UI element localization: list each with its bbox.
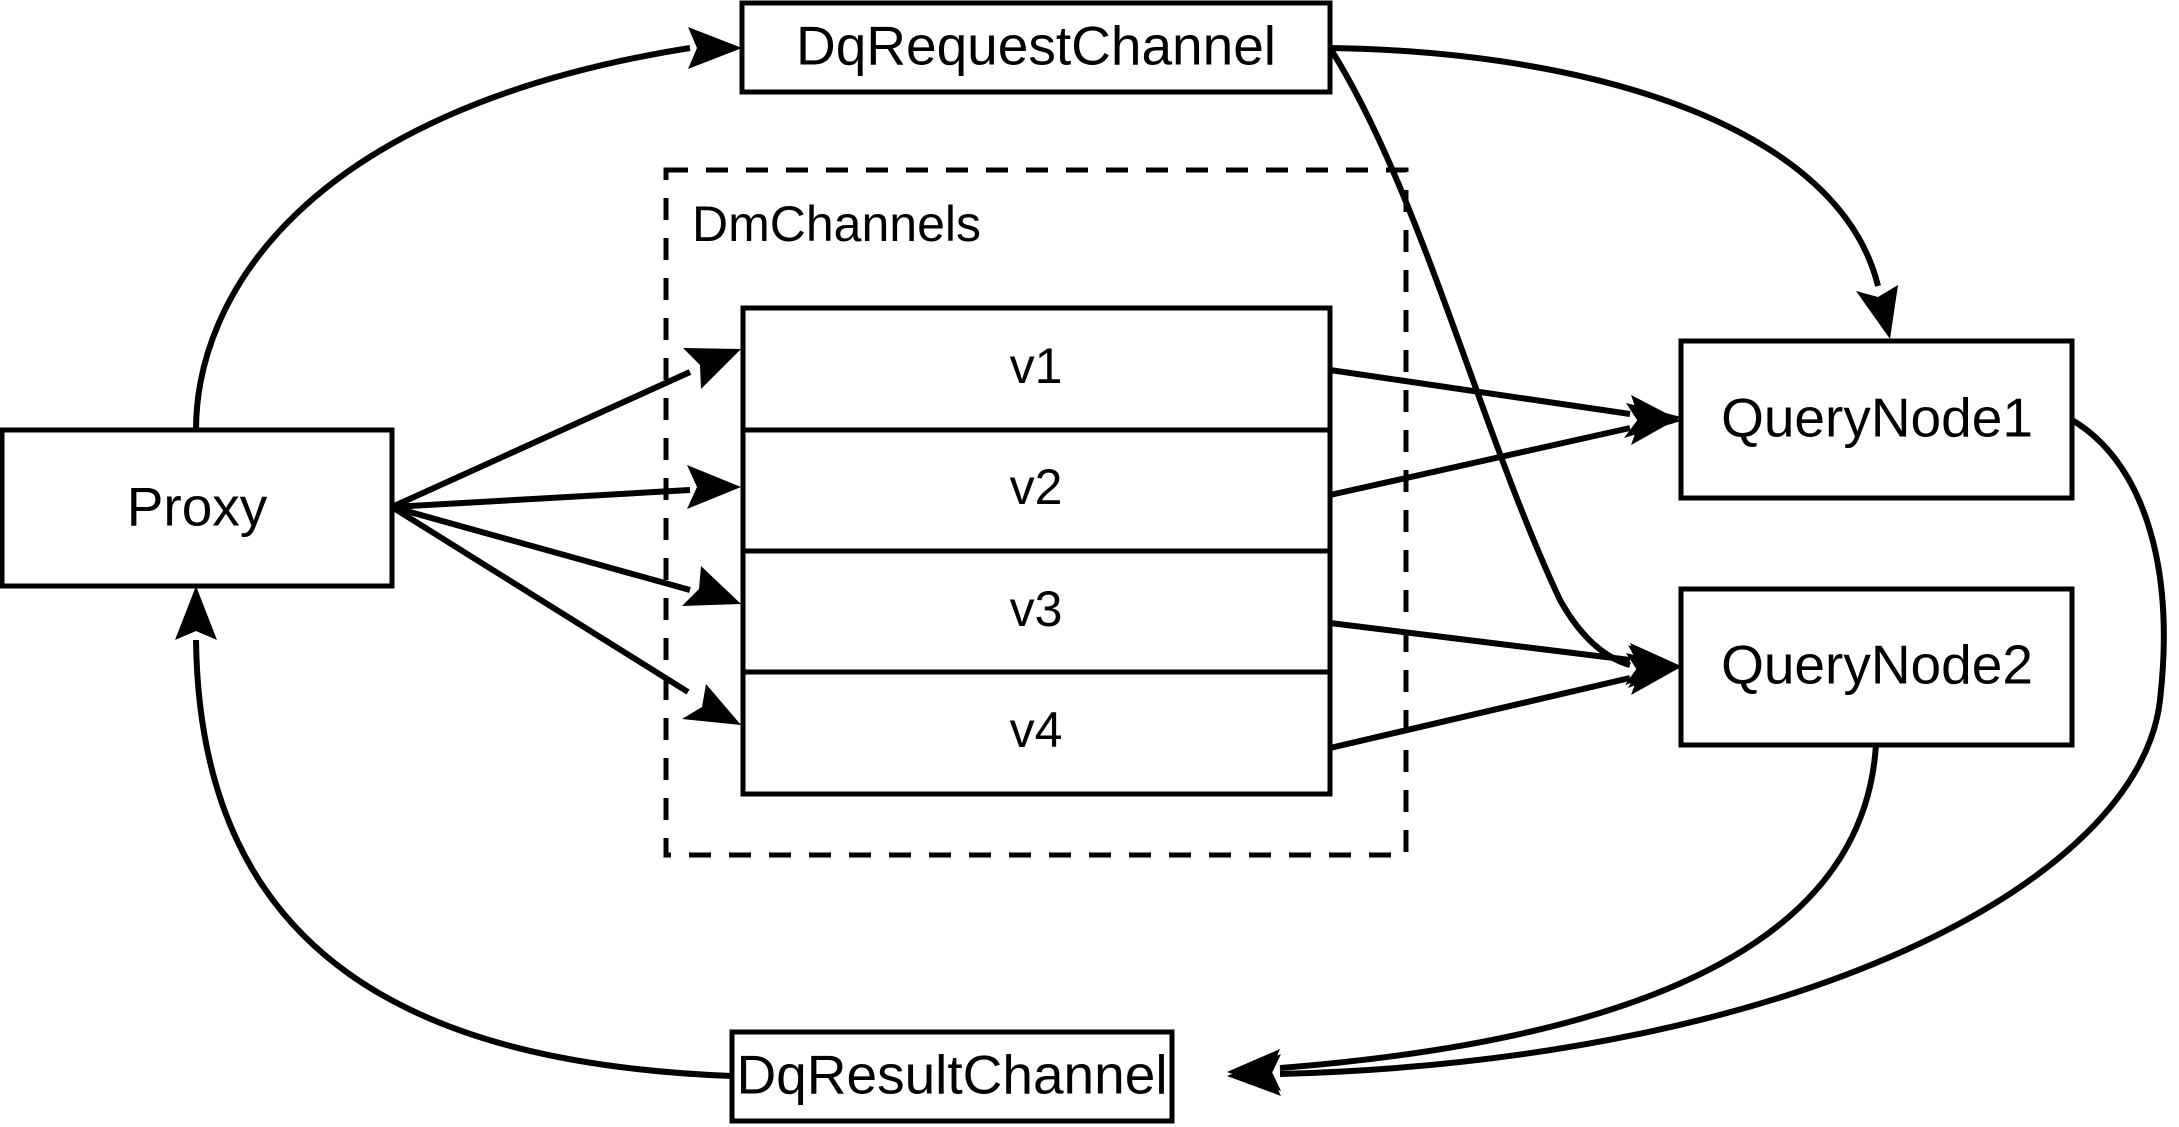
dqrequestchannel-node-box[interactable] [739, 0, 1333, 95]
edge-querynode1-to-dqresultchannel [1227, 417, 2167, 1096]
proxy-node-label: Proxy [127, 476, 268, 538]
edge-proxy-to-v2 [391, 465, 741, 510]
proxy-node-box[interactable] [0, 427, 395, 589]
edge-dqrequestchannel-to-querynode2 [1327, 46, 1681, 688]
dqresultchannel-node-label: DqResultChannel [736, 1044, 1167, 1106]
edge-dqresultchannel-to-proxy [175, 586, 733, 1079]
edge-proxy-to-v4 [390, 504, 741, 725]
edge-proxy-to-v3 [391, 504, 741, 606]
dmchannel-row-v2-label: v2 [1010, 459, 1063, 515]
dqresultchannel-node-box[interactable] [729, 1029, 1175, 1124]
edge-proxy-to-dqrequestchannel [193, 27, 742, 431]
dmchannel-row-v3-label: v3 [1010, 581, 1063, 637]
querynode2-node-label: QueryNode2 [1721, 634, 2033, 696]
dmchannels-group-box [663, 167, 1409, 858]
dqrequestchannel-node-label: DqRequestChannel [796, 15, 1276, 77]
edge-dqrequestchannel-to-querynode1 [1329, 45, 1898, 339]
querynode1-node-label: QueryNode1 [1721, 387, 2033, 449]
dmchannel-row-v4-label: v4 [1010, 702, 1063, 758]
querynode2-node-box[interactable] [1678, 586, 2075, 748]
edge-proxy-to-v1 [390, 348, 741, 510]
querynode1-node-box[interactable] [1678, 338, 2075, 501]
edge-v4-to-querynode2 [1329, 653, 1681, 751]
dmchannel-row-v1-label: v1 [1010, 338, 1063, 394]
dmchannels-group-label: DmChannels [692, 196, 981, 252]
edge-v2-to-querynode1 [1329, 403, 1681, 498]
